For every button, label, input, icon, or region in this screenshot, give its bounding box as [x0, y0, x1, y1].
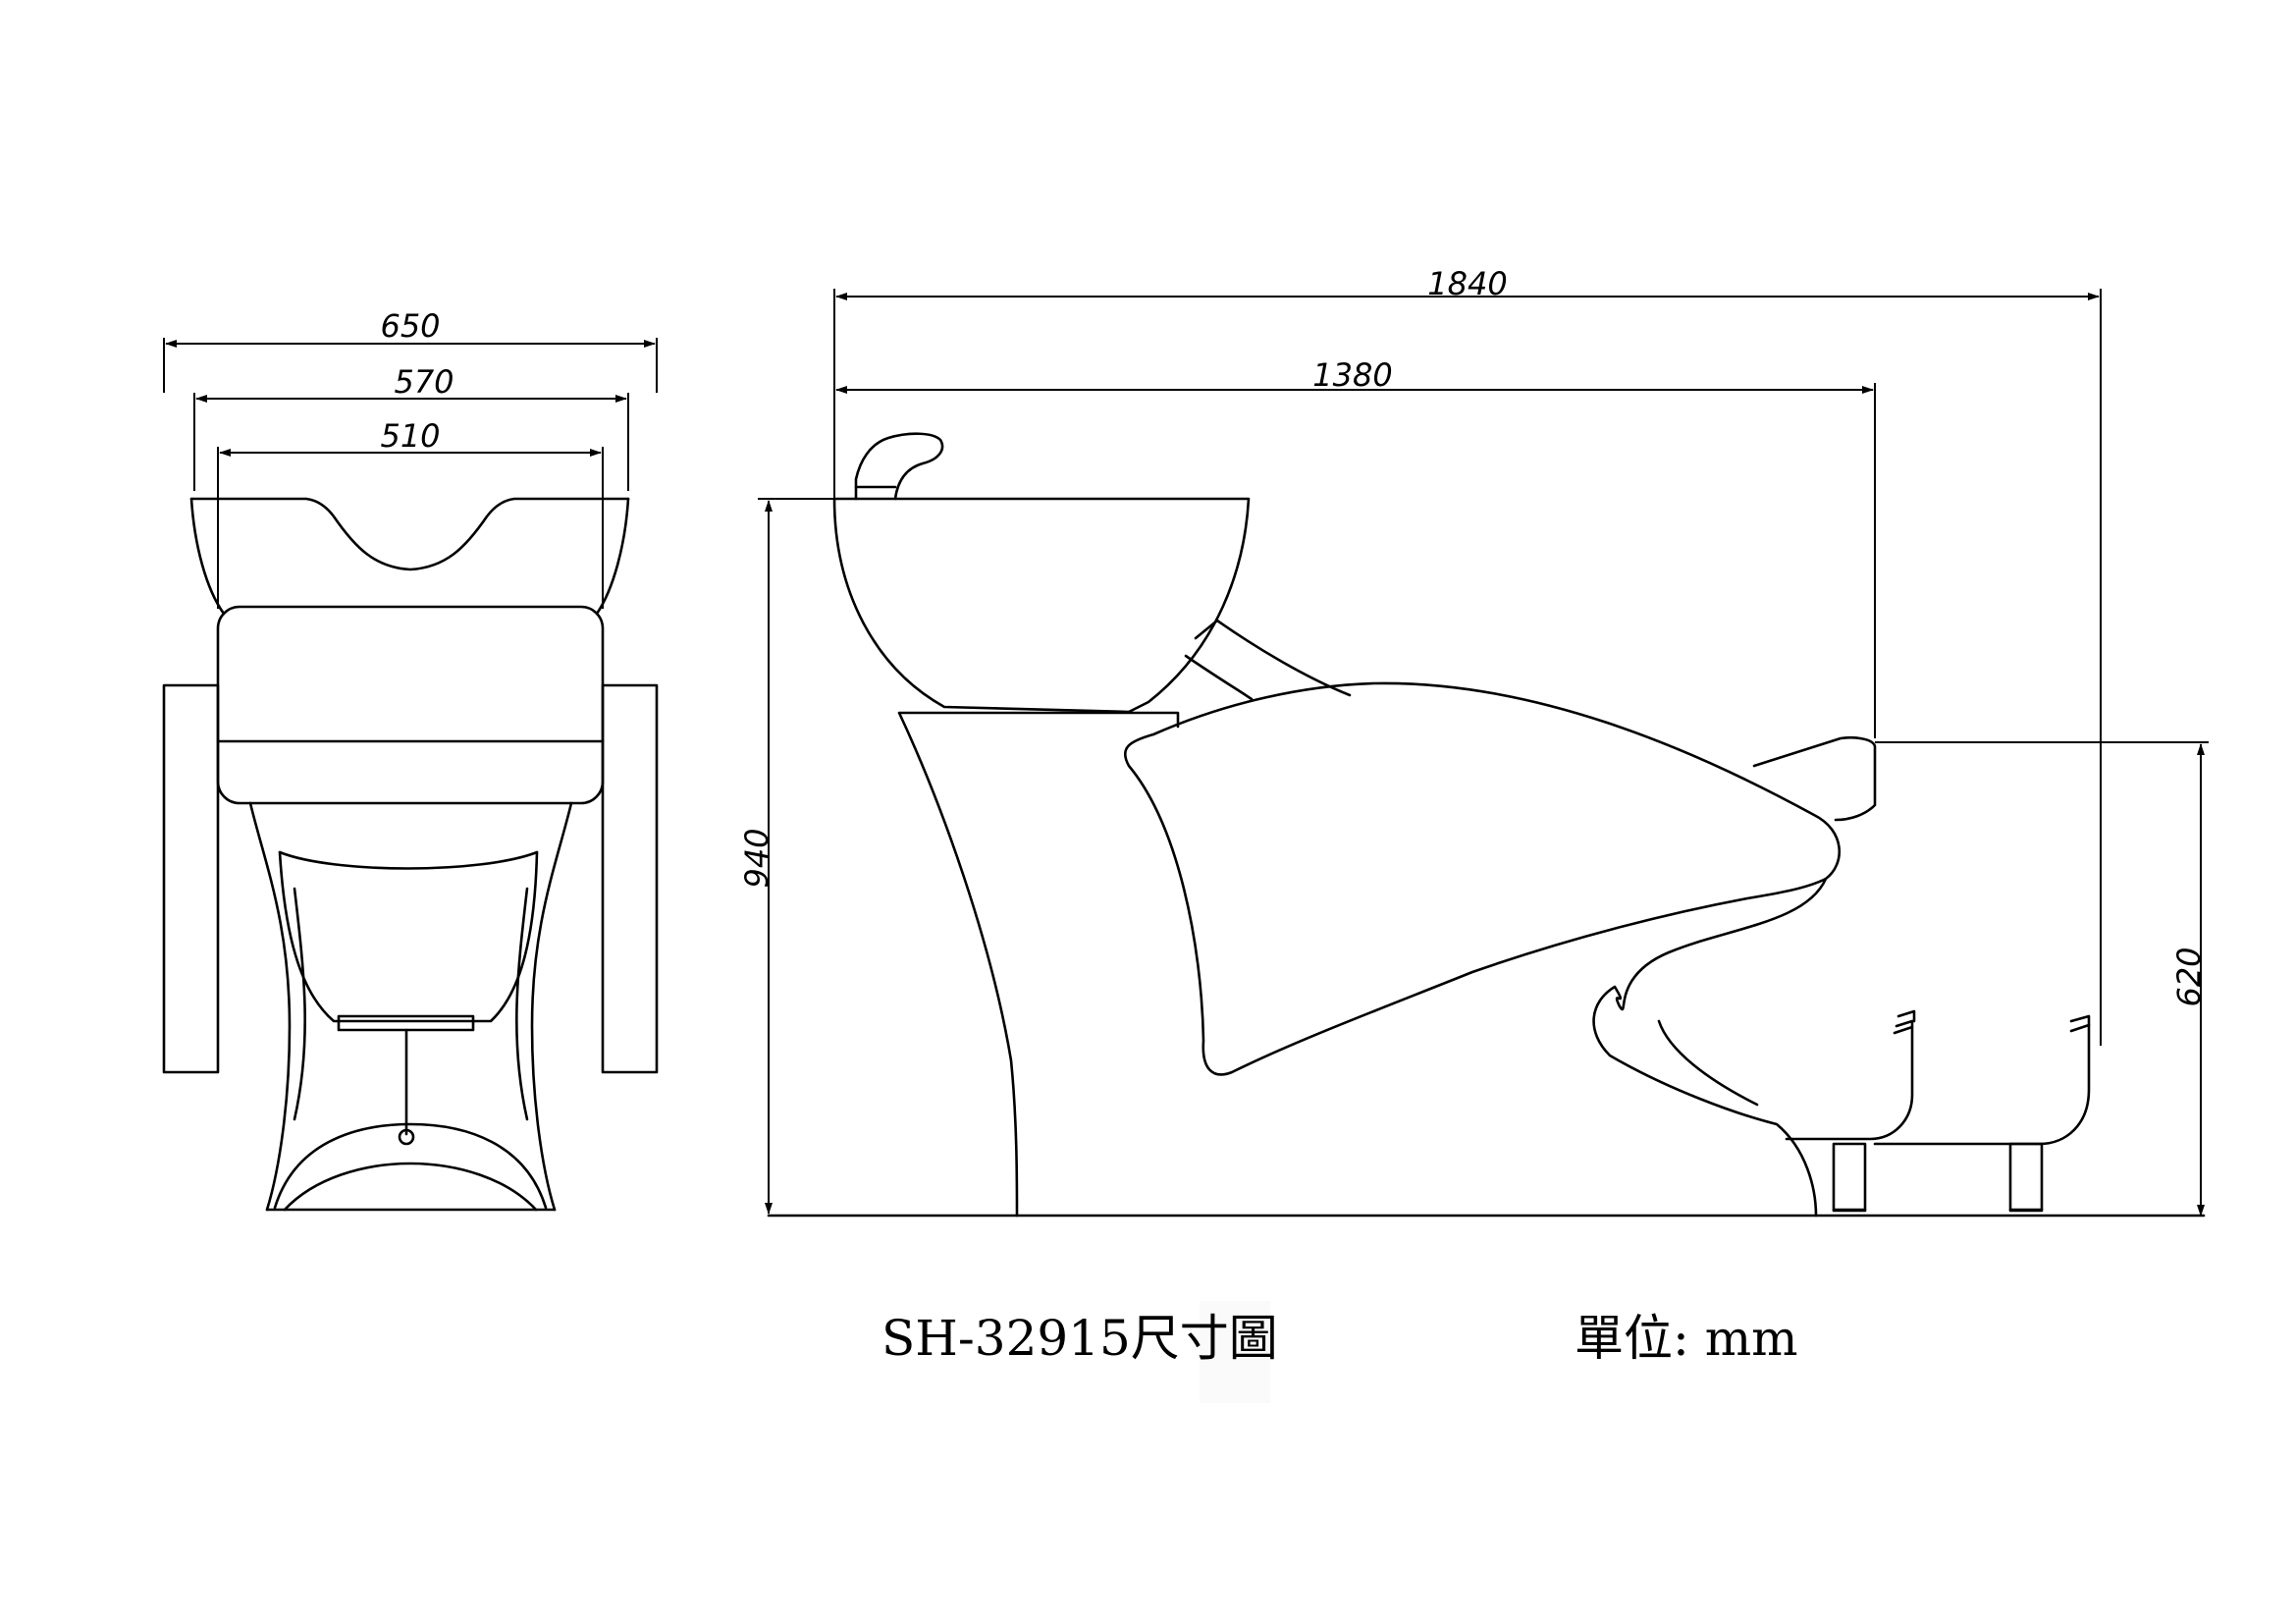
side-foot-cap-front — [1893, 1025, 1914, 1035]
dimension-650: 650 — [163, 307, 658, 393]
front-body-left — [248, 801, 292, 1212]
dimension-label-940: 940 — [738, 828, 775, 888]
side-seat-shell — [1123, 681, 1841, 1076]
drawing-title: SH-32915尺寸圖 — [881, 1310, 1278, 1367]
side-view: 1840 1380 940 620 — [738, 265, 2209, 1218]
front-seat-bowl — [278, 850, 539, 1023]
front-stem-knob — [398, 1128, 415, 1146]
side-pedestal — [897, 711, 1180, 1218]
side-leg-front — [1832, 1142, 1867, 1213]
front-view: 650 570 510 — [162, 307, 659, 1212]
front-basin-left-side — [189, 497, 226, 616]
dimension-1380: 1380 — [835, 356, 1876, 738]
unit-label: 單位: mm — [1575, 1310, 1798, 1367]
side-foot-tip-front — [1896, 1009, 1916, 1023]
side-basin-lower — [832, 497, 1131, 714]
side-neck-upper — [1194, 619, 1352, 697]
front-basin-top — [189, 497, 630, 571]
dimension-label-1380: 1380 — [1312, 356, 1392, 394]
faucet-icon — [854, 432, 944, 501]
dimension-570: 570 — [193, 363, 629, 491]
dimension-1840: 1840 — [833, 265, 2102, 1046]
dimension-label-570: 570 — [394, 363, 454, 401]
front-footrest-arch-inner — [283, 1162, 538, 1212]
side-foot-tube-front — [1785, 1019, 1914, 1141]
front-stem-bracket — [337, 1014, 475, 1032]
left-armrest — [162, 683, 220, 1074]
front-basin-right-side — [595, 497, 630, 616]
dimension-510: 510 — [217, 417, 604, 609]
front-body-right — [530, 801, 573, 1212]
dimension-label-1840: 1840 — [1427, 265, 1507, 302]
dimension-620: 620 — [1875, 741, 2209, 1217]
front-inner-curve-left — [293, 887, 307, 1121]
dimension-label-620: 620 — [2170, 947, 2208, 1006]
front-footrest-arch-outer — [273, 1122, 548, 1210]
side-basin-bowl — [832, 497, 1251, 714]
side-headrest — [1752, 735, 1877, 822]
caption-highlight — [1200, 1301, 1270, 1403]
side-neck-lower — [1184, 654, 1254, 701]
dimension-label-650: 650 — [380, 307, 440, 345]
side-base-inner — [1657, 1019, 1759, 1107]
front-inner-curve-right — [514, 887, 529, 1121]
dimension-940: 940 — [738, 498, 856, 1215]
side-base-curve — [1592, 877, 1828, 1218]
front-backrest-cushion — [216, 605, 605, 805]
side-foot-tube-rear — [1873, 1014, 2091, 1146]
side-leg-rear — [2008, 1142, 2044, 1213]
right-armrest — [601, 683, 659, 1074]
front-seat-top — [278, 850, 539, 870]
dimension-label-510: 510 — [380, 417, 440, 455]
side-foot-cap-rear — [2069, 1023, 2091, 1033]
